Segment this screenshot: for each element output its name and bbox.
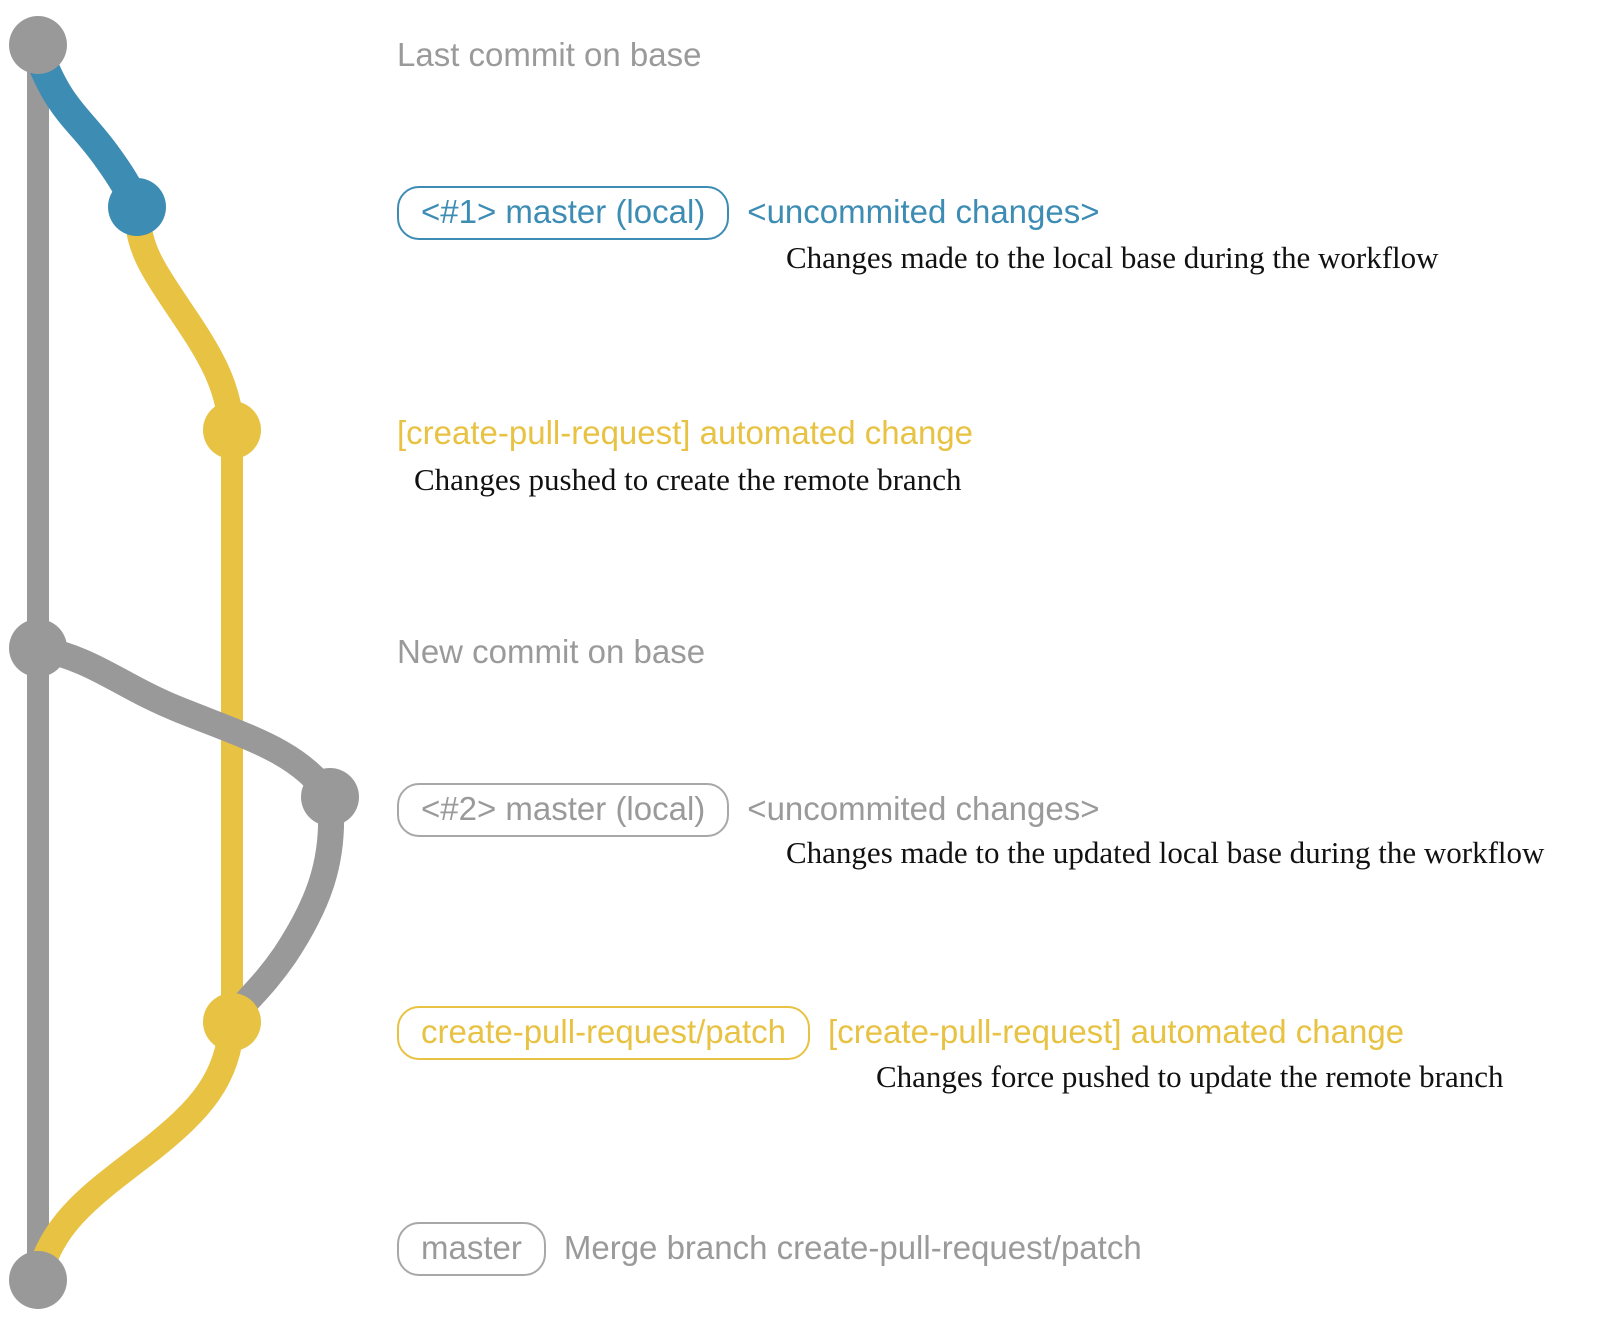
commit-node-automated-change-1[interactable] (203, 401, 261, 459)
commit-node-last-commit-on-base[interactable] (9, 16, 67, 74)
commit-message-master-local-2: <uncommited changes> (747, 790, 1100, 827)
commit-row-master-merge: master Merge branch create-pull-request/… (397, 1222, 1142, 1276)
commit-title-new-commit-on-base: New commit on base (397, 633, 706, 670)
commit-node-master-local-1[interactable] (108, 178, 166, 236)
commit-node-master-local-2[interactable] (301, 768, 359, 826)
edge-local1-to-patch1 (124, 201, 245, 443)
commit-caption-master-local-1: Changes made to the local base during th… (786, 240, 1439, 275)
commit-message-master-local-1: <uncommited changes> (747, 193, 1100, 230)
commit-row-master-local-2: <#2> master (local) <uncommited changes> (397, 783, 1100, 837)
branch-pill-master-local-2[interactable]: <#2> master (local) (397, 783, 730, 837)
commit-caption-automated-change-1: Changes pushed to create the remote bran… (414, 462, 962, 497)
commit-message-master-merge: Merge branch create-pull-request/patch (563, 1229, 1142, 1266)
commit-node-patch-branch[interactable] (203, 993, 261, 1051)
commit-title-last-commit-on-base: Last commit on base (397, 36, 702, 73)
commit-row-patch-branch: create-pull-request/patch [create-pull-r… (397, 1006, 1404, 1060)
commit-caption-patch-branch: Changes force pushed to update the remot… (876, 1059, 1504, 1094)
branch-pill-master-local-1[interactable]: <#1> master (local) (397, 186, 730, 240)
commit-caption-master-local-2: Changes made to the updated local base d… (786, 835, 1545, 870)
commit-row-master-local-1: <#1> master (local) <uncommited changes> (397, 186, 1100, 240)
commit-title-automated-change-1: [create-pull-request] automated change (397, 414, 974, 451)
branch-pill-master[interactable]: master (397, 1222, 546, 1276)
edge-patch2-to-master (25, 1009, 245, 1293)
commit-node-new-commit-on-base[interactable] (9, 619, 67, 677)
commit-message-patch-branch: [create-pull-request] automated change (828, 1013, 1405, 1050)
edge-base2-to-local2 (25, 635, 343, 810)
commit-node-master-merge[interactable] (9, 1251, 67, 1309)
branch-pill-create-pull-request-patch[interactable]: create-pull-request/patch (397, 1006, 811, 1060)
